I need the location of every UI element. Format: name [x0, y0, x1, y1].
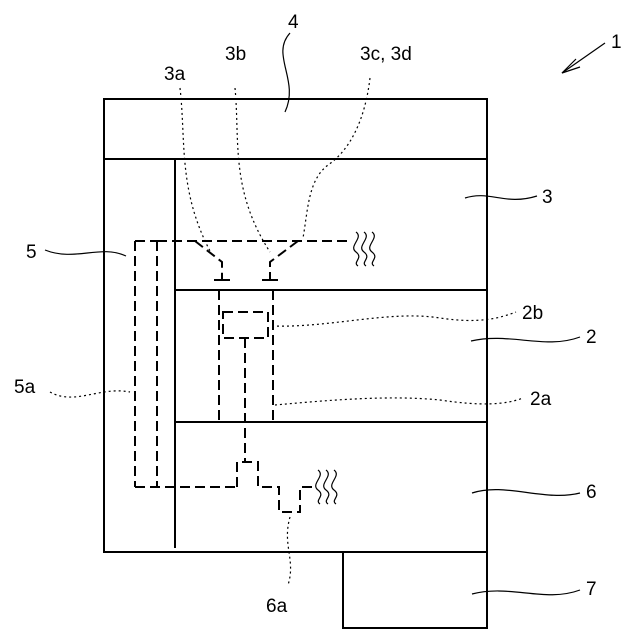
duct-3 — [157, 241, 347, 280]
label-1: 1 — [611, 32, 622, 53]
label-3b: 3b — [225, 44, 246, 65]
wave-symbol-upper — [354, 232, 375, 266]
part-2b — [223, 312, 268, 338]
label-6: 6 — [586, 482, 597, 503]
enclosure-structure — [104, 99, 487, 628]
label-3cd: 3c, 3d — [360, 44, 412, 65]
label-2b: 2b — [522, 303, 543, 324]
label-6a: 6a — [266, 596, 288, 617]
box-7 — [343, 552, 487, 628]
label-5a: 5a — [14, 377, 36, 398]
lower-duct — [135, 338, 315, 512]
label-4: 4 — [288, 12, 299, 33]
leader-lines — [45, 33, 605, 595]
label-2a: 2a — [530, 389, 552, 410]
label-2: 2 — [586, 327, 597, 348]
label-3a: 3a — [164, 64, 186, 85]
label-5: 5 — [26, 242, 37, 263]
duct-5 — [135, 241, 157, 487]
label-7: 7 — [586, 579, 597, 600]
outer-frame — [104, 99, 487, 552]
reference-labels: 1 4 3a 3b 3c, 3d 3 5 2b 2 5a 2a 6 7 6a — [14, 12, 622, 617]
wave-symbol-lower — [316, 470, 337, 504]
label-3: 3 — [542, 187, 553, 208]
